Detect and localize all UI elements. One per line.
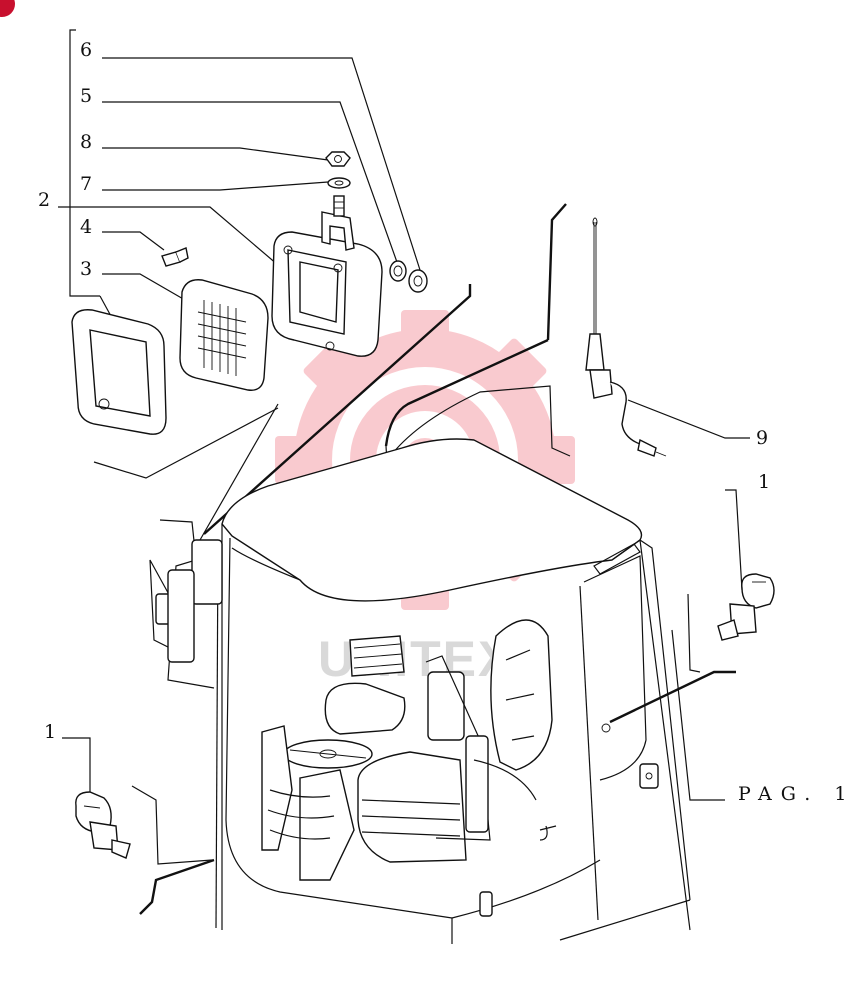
corner-badge: [0, 0, 15, 17]
cab-assembly: [149, 438, 691, 944]
nut-part: [325, 151, 351, 167]
lamp-housing-part: [271, 195, 383, 357]
callout-2: 2: [38, 189, 50, 211]
lower-guide-lines: [131, 593, 736, 915]
callout-1-right: 1: [758, 471, 770, 493]
callout-7: 7: [80, 173, 92, 195]
callout-3: 3: [80, 258, 92, 280]
switch-part-left: [75, 791, 131, 859]
callout-labels: 6 5 8 7 2 4 3 9 1 1 PAG. 1: [38, 39, 855, 805]
callout-6: 6: [80, 39, 92, 61]
callout-5: 5: [80, 85, 92, 107]
callout-9: 9: [756, 427, 768, 449]
washer-part: [327, 177, 351, 189]
page-reference: PAG. 1: [738, 783, 855, 805]
callout-1-left: 1: [44, 721, 56, 743]
lamp-bezel-part: [71, 309, 167, 435]
grommet-part: [389, 260, 407, 282]
screw-part: [161, 247, 189, 267]
seal-part: [408, 269, 428, 293]
lamp-lens-part: [179, 279, 269, 391]
callout-4: 4: [80, 216, 92, 238]
watermark-text: UNITEX: [318, 631, 513, 687]
callout-8: 8: [80, 131, 92, 153]
antenna-part: [585, 217, 667, 457]
switch-part-right: [717, 573, 775, 641]
leader-lines: [58, 29, 750, 808]
